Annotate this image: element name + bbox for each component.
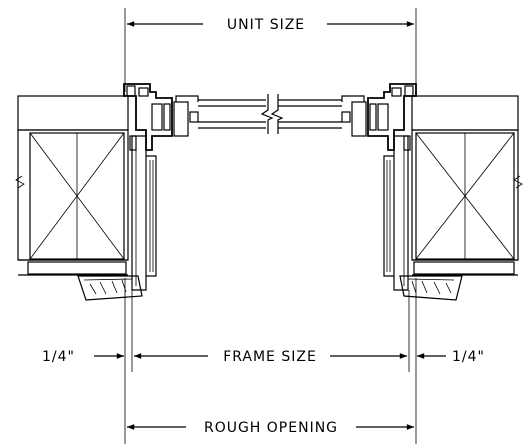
unit-size-label: UNIT SIZE <box>227 17 305 33</box>
rough-opening-label: ROUGH OPENING <box>204 420 338 436</box>
right-clearance-label: 1/4" <box>452 349 485 365</box>
right-wall-section <box>399 95 523 301</box>
break-symbol <box>260 94 274 134</box>
frame-size-label: FRAME SIZE <box>223 349 317 365</box>
left-wall-section <box>15 95 143 301</box>
left-clearance-label: 1/4" <box>42 349 75 365</box>
unit-size-dimension: UNIT SIZE <box>124 8 417 92</box>
extension-lines <box>124 278 417 444</box>
left-window-frame <box>123 83 199 291</box>
glazing <box>198 94 342 134</box>
frame-size-dimension: FRAME SIZE 1/4" 1/4" <box>42 349 485 365</box>
right-window-frame <box>341 83 417 291</box>
rough-opening-dimension: ROUGH OPENING <box>126 420 414 436</box>
